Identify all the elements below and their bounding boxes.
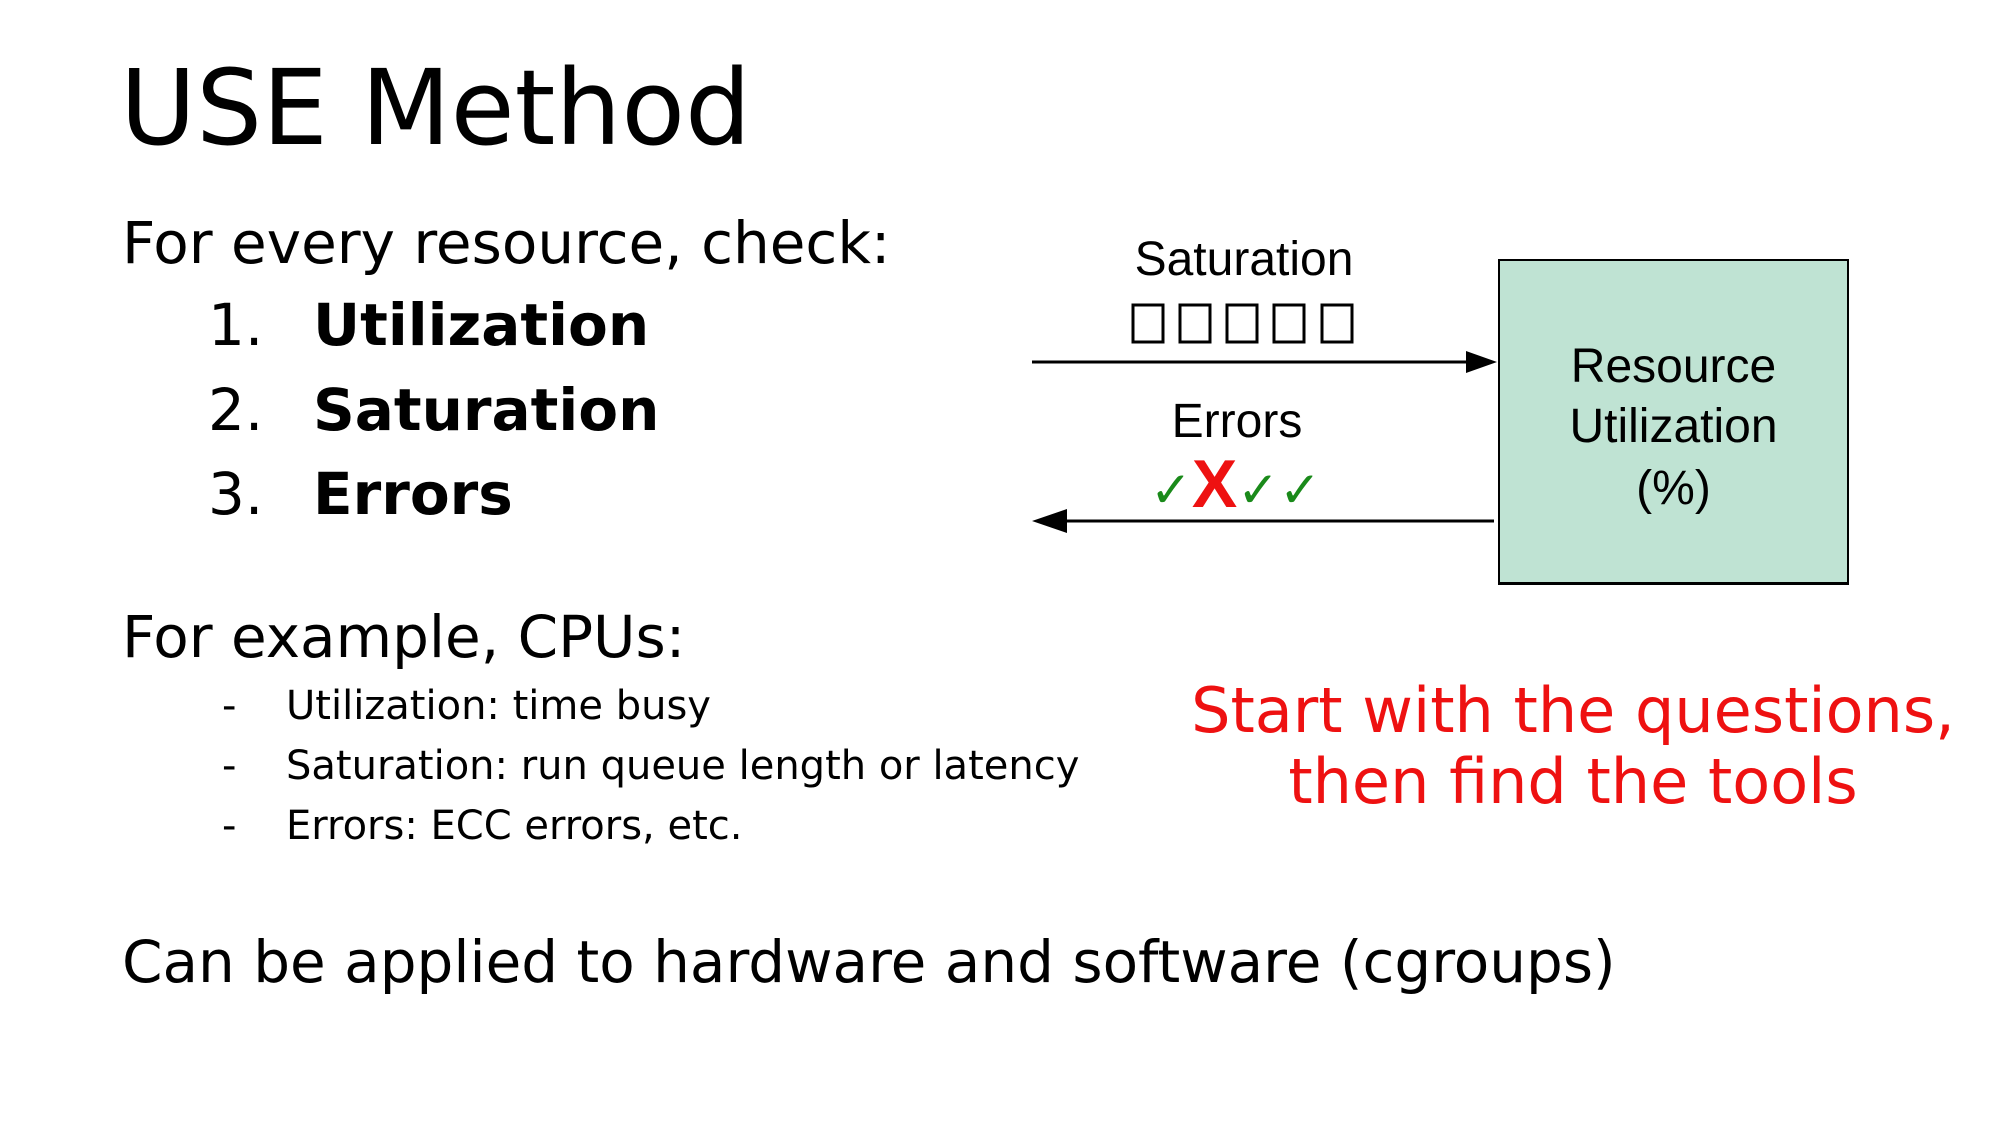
check-icon: ✓ — [1150, 461, 1192, 519]
resource-label: (%) — [1636, 462, 1711, 515]
example-item: Utilization: time busy — [286, 683, 711, 729]
check-label-errors: Errors — [313, 460, 513, 528]
check-number: 1. — [208, 291, 264, 359]
check-number: 2. — [208, 376, 264, 444]
bullet-dash: - — [222, 683, 237, 729]
example-item: Errors: ECC errors, etc. — [286, 803, 743, 849]
bullet-dash: - — [222, 803, 237, 849]
cross-icon: X — [1191, 446, 1238, 522]
resource-box — [1498, 259, 1849, 585]
queue-squares — [1131, 303, 1354, 344]
saturation-label: Saturation — [1134, 233, 1354, 286]
footer-text: Can be applied to hardware and software … — [122, 928, 1616, 996]
queue-square — [1131, 303, 1165, 344]
resource-label: Utilization — [1569, 400, 1778, 453]
bullet-dash: - — [222, 743, 237, 789]
intro-text: For every resource, check: — [122, 209, 891, 277]
check-icon: ✓ — [1237, 461, 1280, 519]
callout-line-1: Start with the questions, — [1191, 674, 1955, 747]
errors-label: Errors — [1171, 395, 1303, 448]
saturation-arrow — [1032, 351, 1497, 373]
callout-line-2: then find the tools — [1288, 745, 1858, 818]
errors-arrow — [1032, 509, 1494, 533]
queue-square — [1272, 303, 1306, 344]
queue-square — [1225, 303, 1259, 344]
example-item: Saturation: run queue length or latency — [286, 743, 1080, 789]
check-number: 3. — [208, 460, 264, 528]
check-label-saturation: Saturation — [313, 376, 660, 444]
page-title: USE Method — [120, 47, 751, 169]
example-heading: For example, CPUs: — [122, 603, 686, 671]
queue-square — [1178, 303, 1212, 344]
queue-square — [1320, 303, 1354, 344]
check-icon: ✓ — [1279, 461, 1322, 519]
resource-label: Resource — [1570, 340, 1777, 393]
check-label-utilization: Utilization — [313, 291, 650, 359]
arrowhead-right-icon — [1466, 351, 1497, 373]
error-marks: ✓X✓✓ — [1150, 450, 1321, 518]
arrowhead-left-icon — [1032, 509, 1067, 533]
